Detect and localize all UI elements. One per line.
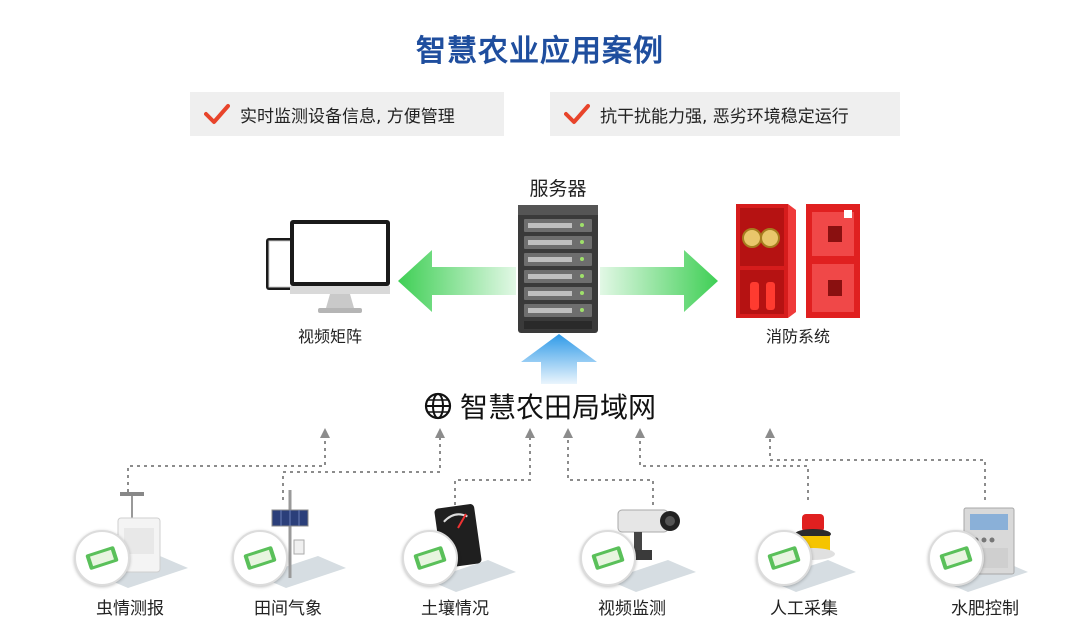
device-label-manual: 人工采集 xyxy=(770,599,838,619)
video-wall-label: 视频矩阵 xyxy=(297,327,362,346)
module-badge xyxy=(232,530,288,586)
arrow-to-video-wall xyxy=(398,250,516,312)
iot-module-icon xyxy=(591,546,625,570)
arrow-up-to-server xyxy=(521,334,597,384)
arrow-to-fire-system xyxy=(600,250,718,312)
device-label-fertigation: 水肥控制 xyxy=(951,599,1019,619)
module-badge xyxy=(402,530,458,586)
feature-item-monitoring: 实时监测设备信息, 方便管理 xyxy=(190,92,504,136)
fire-cabinet-icon xyxy=(736,204,860,318)
device-label-insect: 虫情测报 xyxy=(96,599,164,619)
feature-text: 抗干扰能力强, 恶劣环境稳定运行 xyxy=(600,106,849,127)
server-label: 服务器 xyxy=(529,178,587,200)
iot-module-icon xyxy=(413,546,447,570)
feature-item-stability: 抗干扰能力强, 恶劣环境稳定运行 xyxy=(550,92,900,136)
camera-icon xyxy=(608,509,696,592)
module-badge xyxy=(928,530,984,586)
weather-station-icon xyxy=(258,490,346,588)
connector-lines xyxy=(127,428,986,505)
lan-title: 智慧农田局域网 xyxy=(424,386,656,426)
module-badge xyxy=(580,530,636,586)
server-rack-icon xyxy=(518,205,598,333)
check-icon xyxy=(564,104,590,124)
fire-system-label: 消防系统 xyxy=(765,327,830,346)
monitor-icon xyxy=(266,220,390,313)
page-title: 智慧农业应用案例 xyxy=(416,34,664,69)
lan-label: 智慧农田局域网 xyxy=(460,391,657,424)
module-badge xyxy=(756,530,812,586)
device-label-soil: 土壤情况 xyxy=(421,599,489,619)
check-icon xyxy=(204,104,230,124)
iot-module-icon xyxy=(243,546,277,570)
iot-module-icon xyxy=(85,546,119,570)
module-badge xyxy=(74,530,130,586)
device-label-video: 视频监测 xyxy=(598,599,666,619)
globe-icon xyxy=(424,392,452,420)
iot-module-icon xyxy=(939,546,973,570)
device-label-weather: 田间气象 xyxy=(254,599,322,619)
iot-module-icon xyxy=(767,546,801,570)
feature-text: 实时监测设备信息, 方便管理 xyxy=(240,106,455,127)
